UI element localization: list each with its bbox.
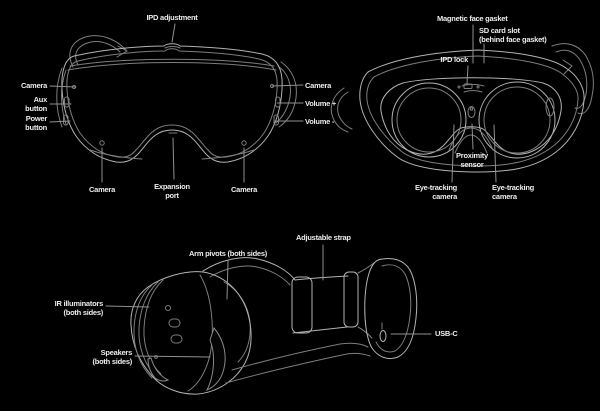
ipd-lock-shape bbox=[463, 83, 473, 89]
rear-left-arm bbox=[330, 87, 349, 133]
adjustable-strap-shape bbox=[294, 275, 349, 281]
rear-right-lens-inner bbox=[483, 86, 551, 154]
label-eye-tracking-camera-right: Eye-tracking camera bbox=[492, 183, 535, 201]
front-outer-shell bbox=[61, 43, 283, 163]
rear-hinge-detail bbox=[545, 97, 555, 117]
leader-ipd-adjustment bbox=[171, 23, 176, 43]
leader-expansion-port bbox=[172, 137, 175, 180]
front-camera-dot-bottom-right bbox=[241, 140, 247, 146]
side-lower-arm bbox=[231, 342, 369, 371]
leader-lines bbox=[49, 23, 497, 358]
label-volume-down: Volume - bbox=[305, 117, 335, 126]
nose-arch bbox=[448, 127, 494, 151]
label-camera-right: Camera bbox=[305, 81, 332, 90]
label-expansion-port: Expansion port bbox=[154, 182, 190, 200]
leader-camera-left bbox=[49, 85, 77, 88]
label-camera-left: Camera bbox=[20, 81, 47, 90]
side-top-arm bbox=[202, 257, 296, 281]
leader-eye-tracking-left bbox=[451, 124, 455, 183]
volume-up-button-shape bbox=[275, 96, 281, 108]
ipd-adjustment-dial bbox=[164, 46, 181, 49]
label-ir-illuminators: IR illuminators (both sides) bbox=[54, 299, 104, 317]
front-left-arm-fold bbox=[116, 45, 128, 58]
proximity-sensor-shape bbox=[467, 106, 476, 118]
usb-c-port-shape bbox=[379, 330, 387, 342]
speaker-slot bbox=[205, 326, 226, 391]
rear-outer-shell bbox=[359, 49, 585, 173]
label-aux-button: Aux button bbox=[25, 95, 47, 113]
face-gasket-outline bbox=[366, 55, 579, 167]
front-view-illustration bbox=[56, 35, 297, 163]
label-proximity-sensor: Proximity sensor bbox=[456, 151, 488, 169]
rear-right-arm-loop bbox=[551, 43, 594, 115]
strap-slider-2 bbox=[343, 271, 359, 328]
front-visor-band bbox=[69, 58, 275, 67]
leader-camera-right bbox=[271, 84, 304, 87]
leader-proximity-sensor bbox=[471, 123, 474, 150]
ir-illuminator-dot bbox=[165, 305, 171, 311]
rear-right-arm-fold bbox=[562, 59, 573, 75]
label-volume-up: Volume + bbox=[305, 99, 336, 108]
leader-eye-tracking-right bbox=[493, 124, 497, 183]
leader-arm-pivots bbox=[226, 260, 229, 300]
side-button-2 bbox=[170, 334, 183, 344]
rear-left-lens-outer bbox=[391, 82, 467, 158]
front-camera-dot-bottom-left bbox=[99, 140, 105, 146]
rear-right-lens-outer bbox=[478, 81, 556, 159]
label-magnetic-face-gasket: Magnetic face gasket bbox=[437, 14, 508, 23]
leader-speakers bbox=[134, 355, 211, 358]
rear-left-lens-inner bbox=[396, 87, 462, 153]
rear-view-illustration bbox=[330, 43, 594, 173]
aux-button-shape bbox=[64, 96, 70, 108]
leader-ipd-lock bbox=[466, 65, 469, 85]
label-sd-card-slot: SD card slot (behind face gasket) bbox=[479, 26, 547, 44]
label-speakers: Speakers (both sides) bbox=[92, 348, 133, 366]
label-adjustable-strap: Adjustable strap bbox=[296, 233, 351, 242]
face-gasket-opening bbox=[380, 77, 562, 155]
label-arm-pivots: Arm pivots (both sides) bbox=[189, 249, 268, 258]
lower-rim-slot bbox=[147, 357, 170, 382]
arm-pivot-shape bbox=[223, 281, 251, 363]
label-eye-tracking-camera-left: Eye-tracking camera bbox=[414, 183, 457, 201]
label-camera-bottom-right: Camera bbox=[230, 185, 258, 194]
leader-power-button bbox=[49, 120, 71, 123]
strap-slider-1 bbox=[291, 276, 313, 334]
visor-rim-lines bbox=[133, 283, 154, 379]
lens-bridge bbox=[461, 84, 485, 87]
volume-down-button-shape bbox=[273, 114, 279, 126]
side-button-1 bbox=[168, 318, 181, 328]
side-view-illustration bbox=[130, 257, 418, 395]
leader-ir-illuminators bbox=[105, 305, 150, 308]
label-power-button: Power button bbox=[25, 114, 47, 132]
label-ipd-lock: IPD lock bbox=[440, 55, 468, 64]
label-usb-c: USB-C bbox=[435, 329, 458, 338]
label-ipd-adjustment: IPD adjustment bbox=[146, 13, 198, 22]
front-left-arm-loop bbox=[69, 35, 127, 68]
side-body-outline bbox=[130, 271, 252, 395]
rear-pad-outline bbox=[364, 257, 418, 360]
label-camera-bottom-left: Camera bbox=[88, 185, 116, 194]
power-button-shape bbox=[63, 114, 69, 126]
